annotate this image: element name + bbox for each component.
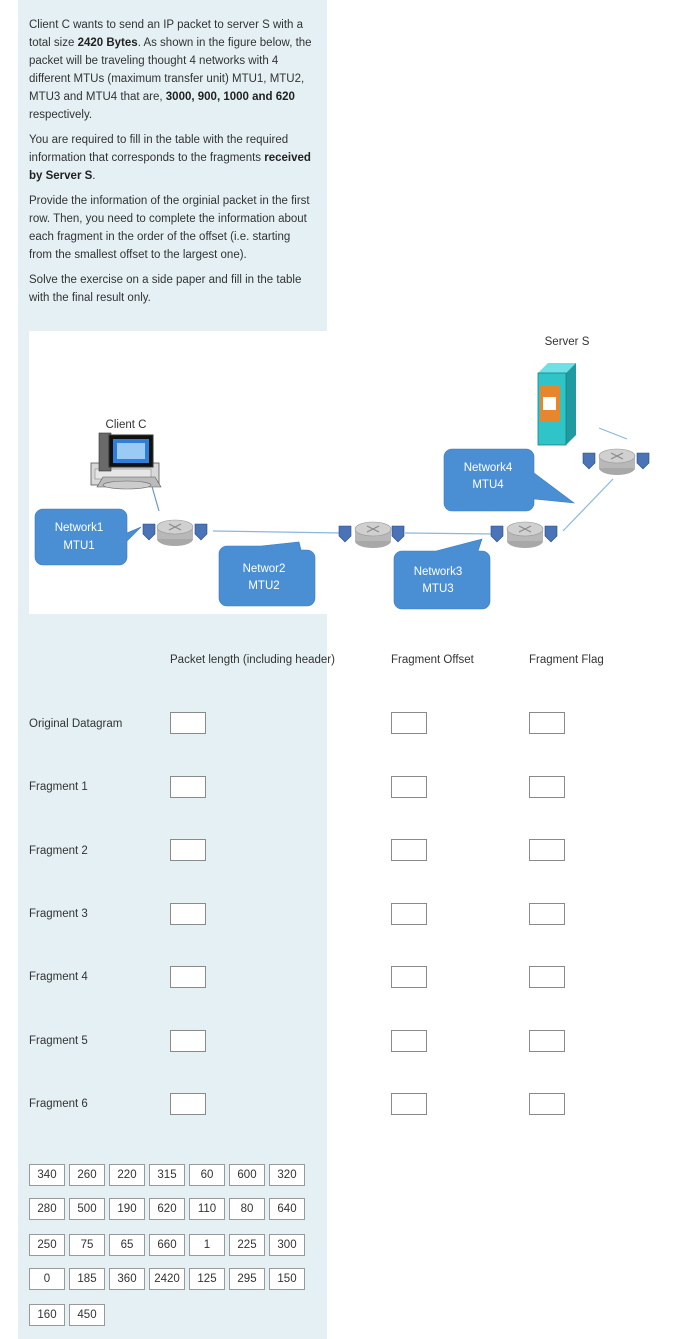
drop-box-flag-fragment-5[interactable] [529, 1030, 565, 1052]
drop-box-length-fragment-3[interactable] [170, 903, 206, 925]
answer-tile[interactable]: 2420 [149, 1268, 185, 1290]
drop-box-length-fragment-1[interactable] [170, 776, 206, 798]
answer-tile[interactable]: 340 [29, 1164, 65, 1186]
answer-tile[interactable]: 315 [149, 1164, 185, 1186]
answer-tile[interactable]: 620 [149, 1198, 185, 1220]
router-4-icon [582, 448, 650, 475]
answer-tile[interactable]: 295 [229, 1268, 265, 1290]
answer-tile[interactable]: 640 [269, 1198, 305, 1220]
link-r4-server [598, 427, 628, 440]
column-header-fragment-flag: Fragment Flag [529, 654, 604, 666]
question-text: Client C wants to send an IP packet to s… [29, 16, 313, 314]
router-3-icon [490, 521, 558, 548]
router-2-icon [338, 521, 405, 548]
drop-box-offset-original[interactable] [391, 712, 427, 734]
drop-box-offset-fragment-2[interactable] [391, 839, 427, 861]
drop-box-length-original[interactable] [170, 712, 206, 734]
answer-tile[interactable]: 60 [189, 1164, 225, 1186]
answer-tile[interactable]: 300 [269, 1234, 305, 1256]
drop-box-offset-fragment-5[interactable] [391, 1030, 427, 1052]
answer-tile[interactable]: 500 [69, 1198, 105, 1220]
callout-network4-name: Network4 [464, 462, 513, 474]
answer-tile[interactable]: 185 [69, 1268, 105, 1290]
row-label-fragment-3: Fragment 3 [29, 908, 88, 920]
drop-box-offset-fragment-3[interactable] [391, 903, 427, 925]
answer-tile[interactable]: 320 [269, 1164, 305, 1186]
answer-tile[interactable]: 150 [269, 1268, 305, 1290]
answer-tile[interactable]: 0 [29, 1268, 65, 1290]
answer-tile[interactable]: 225 [229, 1234, 265, 1256]
answer-tile[interactable]: 360 [109, 1268, 145, 1290]
callout-network4-mtu: MTU4 [472, 479, 504, 491]
network-diagram-svg: Server S Client C [34, 336, 650, 610]
drop-box-length-fragment-6[interactable] [170, 1093, 206, 1115]
callout-network2: Networ2 MTU2 [218, 541, 316, 607]
question-panel [18, 0, 327, 1339]
intro-paragraph-3: Provide the information of the orginial … [29, 195, 310, 261]
answer-tile[interactable]: 80 [229, 1198, 265, 1220]
drop-box-offset-fragment-6[interactable] [391, 1093, 427, 1115]
link-r1-r2 [212, 530, 342, 534]
drop-box-flag-fragment-2[interactable] [529, 839, 565, 861]
callout-network3: Network3 MTU3 [393, 538, 491, 610]
server-label: Server S [545, 336, 590, 348]
router-1-icon [142, 519, 208, 546]
answer-tile[interactable]: 260 [69, 1164, 105, 1186]
answer-tile[interactable]: 190 [109, 1198, 145, 1220]
intro-paragraph-1: Client C wants to send an IP packet to s… [29, 19, 312, 121]
answer-tile[interactable]: 600 [229, 1164, 265, 1186]
row-label-fragment-4: Fragment 4 [29, 971, 88, 983]
row-label-original: Original Datagram [29, 718, 123, 730]
callout-network3-name: Network3 [414, 566, 463, 578]
answer-tile[interactable]: 75 [69, 1234, 105, 1256]
drop-box-length-fragment-5[interactable] [170, 1030, 206, 1052]
answer-tile[interactable]: 450 [69, 1304, 105, 1326]
callout-network2-mtu: MTU2 [248, 580, 279, 592]
row-label-fragment-5: Fragment 5 [29, 1035, 88, 1047]
intro-paragraph-2: You are required to fill in the table wi… [29, 134, 311, 182]
answer-tile[interactable]: 110 [189, 1198, 225, 1220]
client-computer-icon [90, 432, 162, 490]
column-header-fragment-offset: Fragment Offset [391, 654, 474, 666]
drop-box-offset-fragment-4[interactable] [391, 966, 427, 988]
link-r2-r3 [404, 532, 496, 535]
answer-tile[interactable]: 220 [109, 1164, 145, 1186]
row-label-fragment-1: Fragment 1 [29, 781, 88, 793]
answer-tile[interactable]: 1 [189, 1234, 225, 1256]
column-header-packet-length: Packet length (including header) [170, 654, 335, 666]
answer-tile[interactable]: 160 [29, 1304, 65, 1326]
link-r3-r4 [562, 478, 614, 532]
drop-box-length-fragment-2[interactable] [170, 839, 206, 861]
answer-tile[interactable]: 280 [29, 1198, 65, 1220]
answer-tile[interactable]: 250 [29, 1234, 65, 1256]
drop-box-flag-fragment-4[interactable] [529, 966, 565, 988]
callout-network2-name: Networ2 [243, 563, 286, 575]
callout-network1-mtu: MTU1 [63, 540, 94, 552]
network-diagram: Server S Client C [29, 331, 650, 614]
callout-network1-name: Network1 [55, 522, 104, 534]
callout-network1: Network1 MTU1 [34, 508, 142, 566]
drop-box-flag-original[interactable] [529, 712, 565, 734]
client-label: Client C [106, 419, 147, 431]
row-label-fragment-6: Fragment 6 [29, 1098, 88, 1110]
answer-tile[interactable]: 125 [189, 1268, 225, 1290]
row-label-fragment-2: Fragment 2 [29, 845, 88, 857]
answer-tile[interactable]: 660 [149, 1234, 185, 1256]
intro-paragraph-4: Solve the exercise on a side paper and f… [29, 274, 302, 304]
drop-box-flag-fragment-6[interactable] [529, 1093, 565, 1115]
answer-tile[interactable]: 65 [109, 1234, 145, 1256]
drop-box-offset-fragment-1[interactable] [391, 776, 427, 798]
callout-network4: Network4 MTU4 [443, 448, 576, 512]
callout-network3-mtu: MTU3 [422, 583, 453, 595]
drop-box-length-fragment-4[interactable] [170, 966, 206, 988]
drop-box-flag-fragment-1[interactable] [529, 776, 565, 798]
drop-box-flag-fragment-3[interactable] [529, 903, 565, 925]
server-icon [537, 363, 576, 446]
